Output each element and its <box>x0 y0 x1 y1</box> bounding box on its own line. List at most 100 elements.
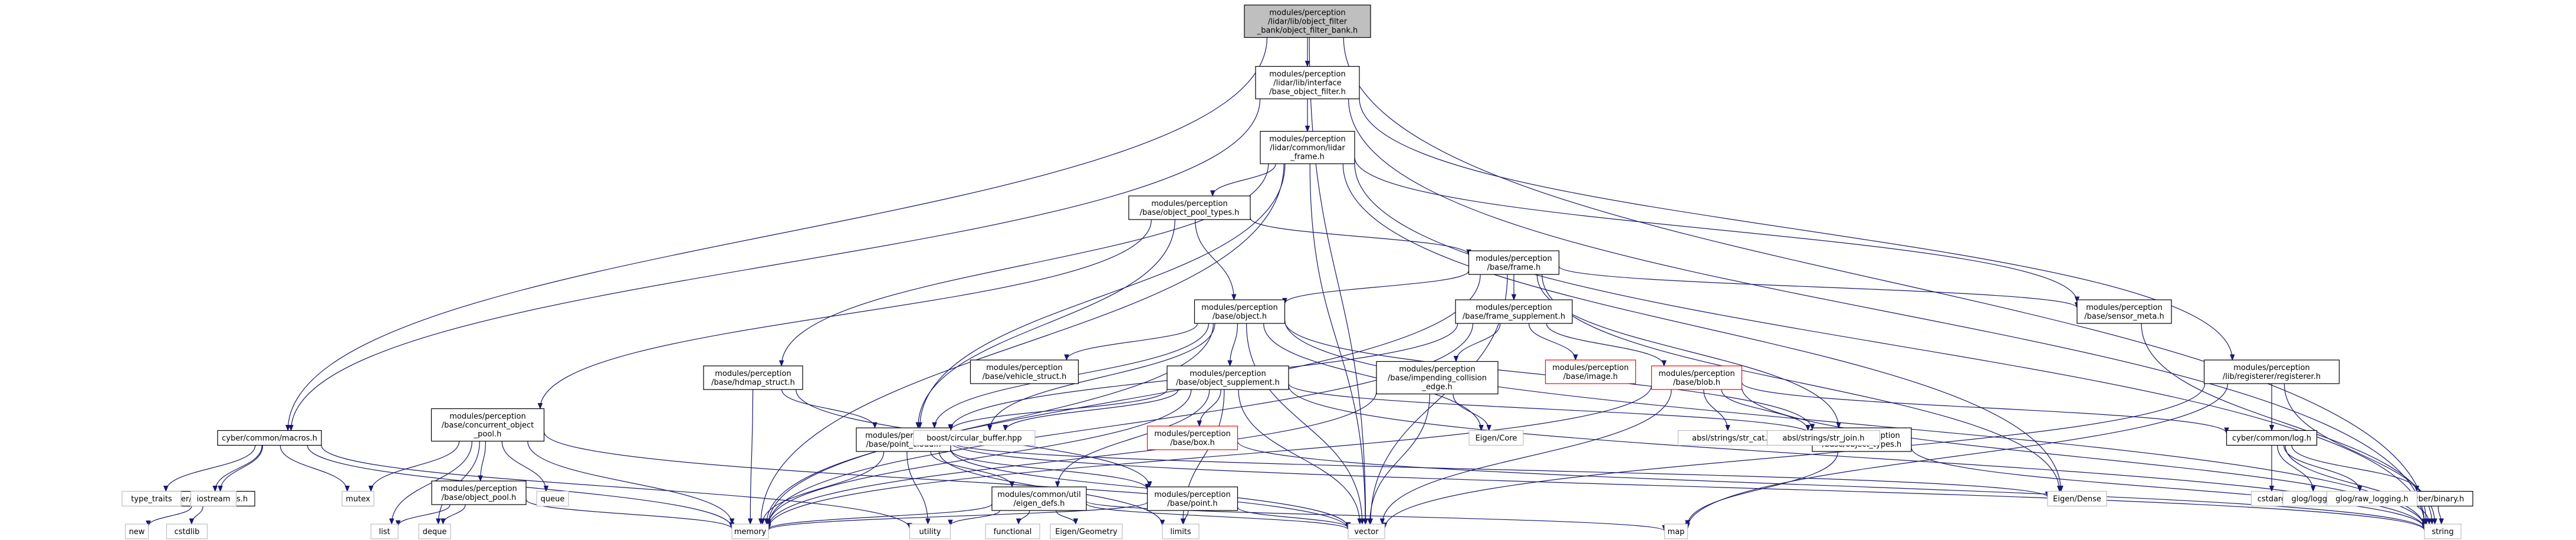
node-new: new <box>124 523 149 539</box>
edge-line <box>501 441 547 492</box>
node-box[interactable]: modules/perception/base/box.h <box>1146 426 1238 450</box>
edge-arrowhead <box>146 520 151 527</box>
node-label-line: modules/perception <box>1154 490 1230 499</box>
edge-line <box>1238 389 1361 525</box>
edge-line <box>1056 510 1076 525</box>
edge-blob-to-cyber-log <box>1741 382 2229 434</box>
edge-arrowhead <box>285 425 291 431</box>
node-sensor-meta[interactable]: modules/perception/base/sensor_meta.h <box>2076 299 2172 324</box>
edge-line <box>1703 389 1729 431</box>
edge-object-supplement-to-object-types <box>1288 383 1815 436</box>
edge-line <box>191 506 203 525</box>
edge-lidar-frame-to-hdmap-struct <box>778 163 1269 367</box>
edge-line <box>442 504 466 525</box>
node-label-line: /eigen_defs.h <box>1014 499 1065 508</box>
node-box <box>166 523 208 539</box>
edge-line <box>1237 507 1349 528</box>
node-cyber-log[interactable]: cyber/common/log.h <box>2226 430 2318 446</box>
edge-arrowhead <box>543 486 549 492</box>
node-object-pool-types[interactable]: modules/perception/base/object_pool_type… <box>1128 195 1251 220</box>
node-label-line: /base/blob.h <box>1673 378 1720 387</box>
node-label-line: modules/perception <box>1201 303 1277 312</box>
edge-arrowhead <box>1305 61 1310 67</box>
node-eigen-defs[interactable]: modules/common/util/eigen_defs.h <box>991 486 1087 511</box>
edge-blob-to-str-join <box>1721 389 1811 431</box>
node-box <box>1545 359 1637 384</box>
edge-frame-supplement-to-impending-collision-edge <box>1453 323 1501 362</box>
node-eigen-core: Eigen/Core <box>1468 430 1524 446</box>
edge-arrowhead <box>1073 518 1079 525</box>
node-label-line: modules/perception <box>1190 369 1266 378</box>
edge-arrowhead <box>395 520 401 527</box>
node-object[interactable]: modules/perception/base/object.h <box>1194 299 1286 324</box>
edge-object-to-eigen-core <box>1263 323 1484 431</box>
node-box <box>1162 523 1200 539</box>
node-box <box>703 365 803 390</box>
node-registerer[interactable]: modules/perception/lib/registerer/regist… <box>2203 359 2340 384</box>
node-box <box>731 523 769 539</box>
edge-cyber-log-to-glog-logging <box>2277 445 2316 492</box>
node-glog-raw-logging: glog/raw_logging.h <box>2326 490 2418 507</box>
edge-frame-to-object-types <box>1536 274 1841 429</box>
node-vehicle-struct[interactable]: modules/perception/base/vehicle_struct.h <box>970 359 1079 384</box>
node-hdmap-struct[interactable]: modules/perception/base/hdmap_struct.h <box>703 365 803 390</box>
node-base-object-filter[interactable]: modules/perception/lidar/lib/interface/b… <box>1255 66 1360 100</box>
edge-line <box>1057 389 1210 487</box>
node-box <box>124 523 149 539</box>
edge-line <box>1741 382 2227 434</box>
edge-object-pool-types-to-object <box>1195 219 1237 301</box>
edge-line <box>219 445 264 492</box>
edge-line <box>165 445 256 492</box>
edge-line <box>1741 387 2425 528</box>
node-frame[interactable]: modules/perception/base/frame.h <box>1468 250 1560 275</box>
edge-line <box>781 389 876 428</box>
node-impending-collision-edge[interactable]: modules/perception/base/impending_collis… <box>1376 361 1499 395</box>
edge-line <box>1348 99 2425 525</box>
edge-hdmap-struct-to-memory <box>748 389 754 525</box>
edge-line <box>950 442 2425 531</box>
node-label-line: limits <box>1170 528 1191 536</box>
edge-arrowhead <box>778 360 784 367</box>
edge-line <box>543 431 1349 529</box>
edge-line <box>215 445 262 492</box>
node-concurrent-object-pool[interactable]: modules/perception/base/concurrent_objec… <box>431 408 545 442</box>
node-label-line: functional <box>994 528 1032 536</box>
node-mutex: mutex <box>341 490 374 507</box>
edge-point-cloud-to-point <box>950 449 1150 490</box>
node-str-join: absl/strings/str_join.h <box>1766 430 1881 446</box>
node-cyber-macros[interactable]: cyber/common/macros.h <box>217 430 322 446</box>
edge-point-cloud-to-memory <box>760 451 885 525</box>
node-box <box>1128 195 1251 220</box>
edge-cyber-macros-to-cyber-base-macros <box>212 445 262 492</box>
node-label-line: modules/perception <box>1269 135 1345 144</box>
edge-line <box>1288 383 1813 435</box>
edge-arrowhead <box>1453 356 1459 362</box>
edge-object-supplement-to-vector <box>1238 389 1362 525</box>
node-lidar-frame[interactable]: modules/perception/lidar/common/lidar_fr… <box>1260 130 1355 165</box>
edge-line <box>540 219 1152 409</box>
node-label-line: Eigen/Geometry <box>1055 528 1118 536</box>
node-label-line: modules/perception <box>1658 369 1734 378</box>
edge-arrowhead <box>1661 360 1667 367</box>
edge-line <box>1343 37 2427 525</box>
node-box <box>2326 490 2418 507</box>
node-object-pool[interactable]: modules/perception/base/object_pool.h <box>431 480 527 505</box>
node-label-line: modules/perception <box>1476 254 1552 263</box>
node-label-line: /lidar/lib/object_filter <box>1268 18 1348 27</box>
node-object-supplement[interactable]: modules/perception/base/object_supplemen… <box>1167 365 1289 390</box>
edge-object-pool-types-to-concurrent-object-pool <box>537 219 1152 410</box>
node-point[interactable]: modules/perception/base/point.h <box>1146 486 1238 511</box>
edge-line <box>2277 445 2314 492</box>
edge-line <box>1212 163 1276 197</box>
node-image[interactable]: modules/perception/base/image.h <box>1545 359 1637 384</box>
edge-lidar-frame-to-sensor-meta <box>1354 157 2080 303</box>
edge-root-to-base-object-filter <box>1305 37 1310 67</box>
node-label-line: /base/object_pool_types.h <box>1140 208 1240 217</box>
edge-frame-supplement-to-blob <box>1546 323 1667 367</box>
node-blob[interactable]: modules/perception/base/blob.h <box>1651 365 1743 390</box>
edge-arrowhead <box>436 518 441 525</box>
node-frame-supplement[interactable]: modules/perception/base/frame_supplement… <box>1455 299 1573 324</box>
edge-line <box>1309 163 1366 525</box>
edge-arrowhead <box>1486 425 1491 431</box>
edge-impending-collision-edge-to-eigen-core <box>1453 394 1491 431</box>
